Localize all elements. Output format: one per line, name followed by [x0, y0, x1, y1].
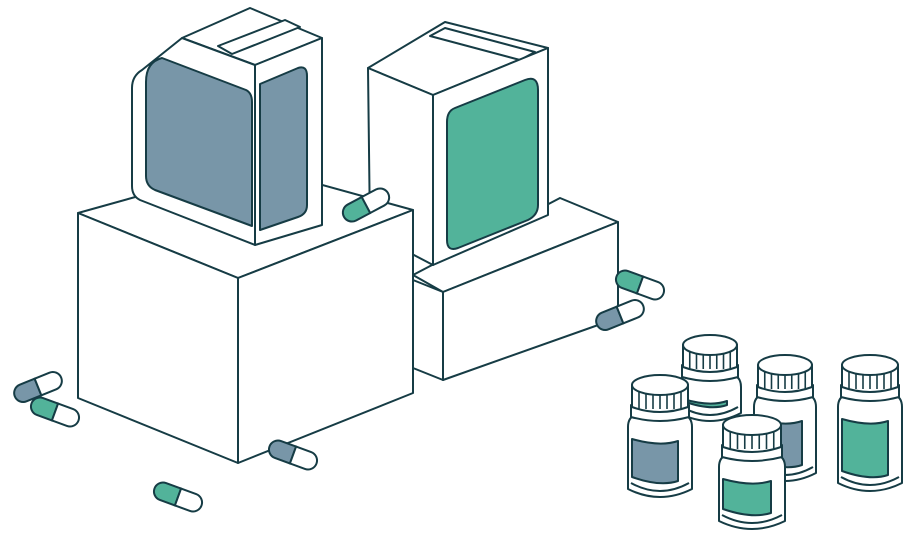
capsule-half-colored — [341, 195, 372, 223]
capsule-half-white — [50, 402, 80, 428]
pill-bottle — [678, 334, 742, 422]
bottle-label — [631, 438, 679, 485]
dispenser-left-window — [145, 57, 253, 227]
capsule-half-white — [635, 275, 665, 301]
bottle-label — [841, 418, 889, 479]
capsule-half-white — [615, 299, 645, 325]
pill-bottle — [718, 414, 786, 530]
cube-right-left-face — [412, 279, 444, 381]
capsule-half-white — [288, 445, 318, 471]
bottle-base-line — [840, 476, 900, 486]
bottle-cap-top — [682, 334, 738, 356]
bottle-cap-top — [841, 354, 899, 376]
capsule-half-colored — [30, 396, 60, 422]
capsule-half-white — [33, 371, 63, 397]
bottle-cap-top — [631, 374, 689, 396]
bottle-base-line — [630, 482, 690, 492]
capsule-half-colored — [615, 269, 645, 295]
pill-bottle — [627, 374, 693, 498]
capsule-half-colored — [595, 305, 625, 331]
dispenser-left-side-window — [259, 66, 308, 231]
bottle-label — [682, 398, 728, 409]
capsule-half-white — [173, 487, 203, 513]
pill-bottles — [627, 334, 903, 530]
capsule-half-white — [360, 187, 391, 215]
capsule — [595, 299, 645, 331]
capsule — [615, 269, 665, 301]
bottle-label — [722, 478, 772, 517]
capsule-half-colored — [153, 481, 183, 507]
capsule — [13, 371, 63, 403]
capsule — [341, 187, 391, 223]
dispenser-left-lid — [217, 19, 301, 55]
bottle-cap-top — [757, 354, 813, 376]
capsule-half-colored — [268, 439, 298, 465]
capsules — [13, 187, 665, 513]
capsule — [153, 481, 203, 513]
dispenser-right-window — [446, 77, 539, 250]
bottle-base-line — [721, 514, 783, 524]
capsule-half-colored — [13, 377, 43, 403]
capsule — [268, 439, 318, 471]
pill-bottle — [837, 354, 903, 492]
bottle-cap-top — [722, 414, 782, 436]
capsule — [30, 396, 80, 428]
cube-left-front-face — [237, 209, 414, 464]
pill-boxes — [77, 7, 619, 464]
